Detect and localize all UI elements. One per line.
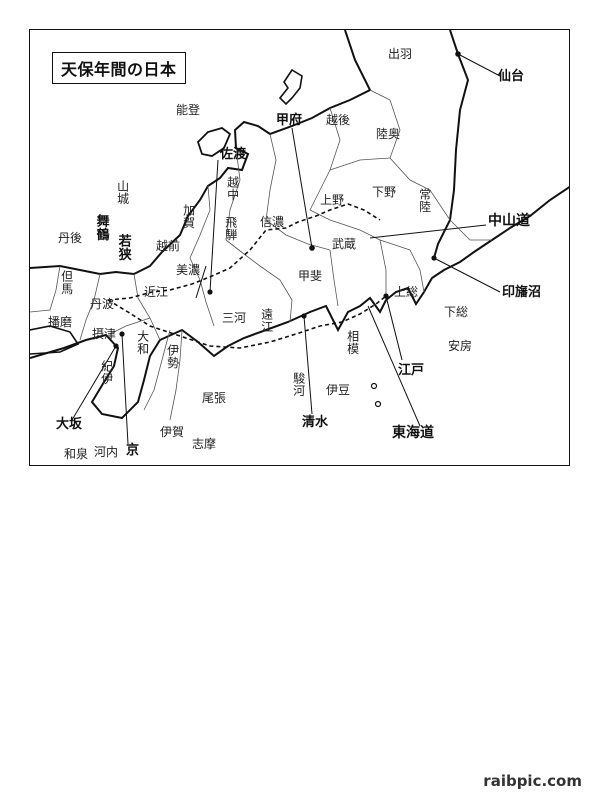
label-tango: 丹後 <box>58 231 83 245</box>
label-suruga: 駿河 <box>291 372 306 397</box>
sado-island <box>278 68 303 106</box>
coastline-pacific <box>30 186 569 420</box>
label-settsu: 摂津 <box>92 327 117 341</box>
label-kazusa: 上総 <box>394 285 419 299</box>
tokaido-route <box>107 295 387 349</box>
label-etchu: 越中 <box>225 176 240 201</box>
label-izu: 伊豆 <box>326 383 351 397</box>
label-sado: 佐渡 <box>220 147 247 162</box>
label-dewa: 出羽 <box>388 47 413 61</box>
label-hida: 飛騨 <box>223 216 238 241</box>
label-shinano: 信濃 <box>260 215 285 229</box>
label-kai: 甲斐 <box>298 269 323 283</box>
label-omi: 近江 <box>144 285 169 299</box>
label-ise: 伊勢 <box>165 344 180 369</box>
label-mikawa: 三河 <box>222 311 247 325</box>
label-tamba: 丹波 <box>90 297 115 311</box>
label-inbanuma: 印旛沼 <box>502 285 542 300</box>
label-izumi: 和泉 <box>64 447 89 461</box>
label-musashi: 武蔵 <box>332 237 357 251</box>
shikoku-fragment <box>30 325 80 355</box>
label-hitachi: 常陸 <box>417 188 432 213</box>
label-iga: 伊賀 <box>160 425 185 439</box>
label-awa: 安房 <box>448 339 473 353</box>
label-sendai: 仙台 <box>498 69 525 84</box>
label-kii: 紀伊 <box>99 360 114 385</box>
label-osaka: 大坂 <box>56 417 83 432</box>
label-edo: 江戸 <box>398 363 425 378</box>
label-mutsu: 陸奥 <box>376 127 401 141</box>
label-kofu: 甲府 <box>276 113 303 128</box>
label-echigo: 越後 <box>326 113 351 127</box>
map-outline <box>30 30 569 445</box>
watermark: raibpic.com <box>483 772 582 790</box>
label-shimousa: 下総 <box>444 305 469 319</box>
label-echizen: 越前 <box>156 239 181 253</box>
label-yamato: 大和 <box>135 330 150 355</box>
label-mino: 美濃 <box>176 263 201 277</box>
label-kaga: 加賀 <box>181 204 196 229</box>
label-kyo: 京 <box>126 443 140 458</box>
label-wakasa: 若狭 <box>115 234 131 261</box>
label-yamashiro: 山城 <box>115 180 130 205</box>
label-kozuke: 上野 <box>320 193 345 207</box>
map-title: 天保年間の日本 <box>52 52 186 84</box>
coastline-north <box>433 30 470 259</box>
label-maizuru: 舞鶴 <box>93 214 109 241</box>
label-totomi: 遠江 <box>259 308 274 333</box>
label-harima: 播磨 <box>48 315 73 329</box>
label-kawachi: 河内 <box>94 445 119 459</box>
label-shimizu: 清水 <box>302 415 329 430</box>
label-tajima: 但馬 <box>59 270 74 295</box>
coastline <box>30 30 372 276</box>
label-noto: 能登 <box>176 103 201 117</box>
noto-peninsula <box>196 127 232 157</box>
map-frame: 天保年間の日本 出羽 能登 越後 陸奥 越中 下野 常陸 山城 加賀 飛騨 信濃… <box>29 29 570 466</box>
label-shima: 志摩 <box>192 437 217 451</box>
label-nakasendo: 中山道 <box>488 213 530 229</box>
label-tokaido: 東海道 <box>392 425 434 441</box>
label-owari: 尾張 <box>202 391 227 405</box>
label-sagami: 相模 <box>345 330 360 355</box>
label-shimotsuke: 下野 <box>372 185 397 199</box>
